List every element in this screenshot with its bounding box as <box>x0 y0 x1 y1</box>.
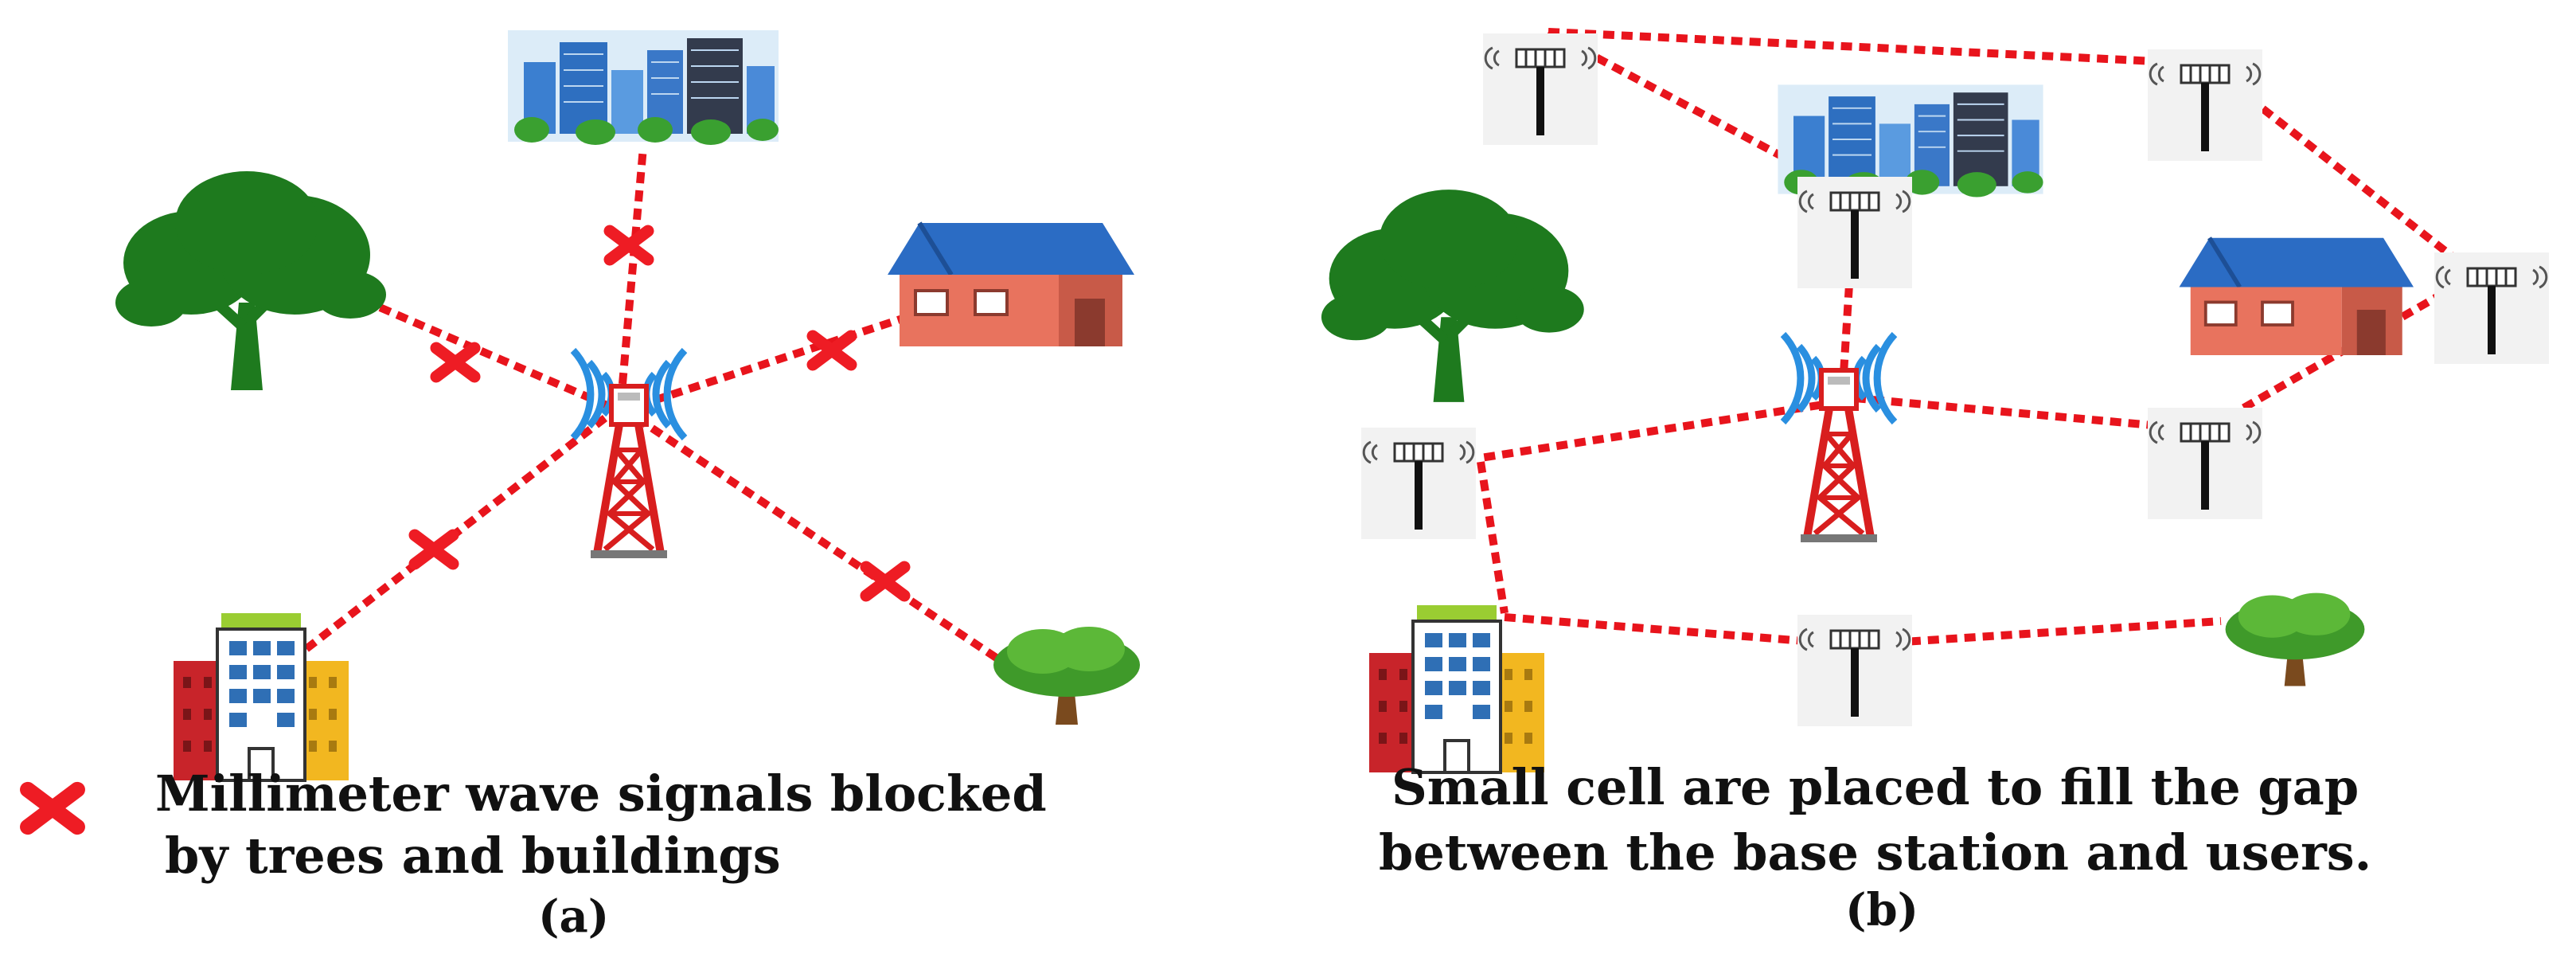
blocked-x-icon <box>436 348 474 377</box>
small-cell-icon <box>1796 175 1914 290</box>
apartment-building-icon <box>1368 604 1546 774</box>
panel-b-caption: Small cell are placed to fill the gap be… <box>1379 755 2371 886</box>
panel-b <box>1321 28 2551 774</box>
house-icon <box>888 223 1134 346</box>
link-cell-to-cell <box>1548 28 2206 68</box>
link-cell-to-tree <box>1854 617 2222 649</box>
blocked-x-icon <box>610 231 648 260</box>
tree-icon <box>2225 592 2365 686</box>
tree-icon <box>1321 190 1584 402</box>
base-station-tower-icon <box>573 350 685 558</box>
small-cell-icon <box>1481 32 1599 147</box>
link-cell-to-building <box>1477 461 1509 614</box>
base-station-tower-icon <box>1783 334 1895 542</box>
caption-line-1: Small cell are placed to fill the gap <box>1391 758 2359 816</box>
link-tower-to-cell <box>1854 394 2206 434</box>
caption-line-2: between the base station and users. <box>1379 823 2372 882</box>
small-cell-icon <box>1360 426 1477 541</box>
legend-line-2: by trees and buildings <box>165 827 781 885</box>
panel-b-label: (b) <box>1845 884 1919 936</box>
blocked-x-icon <box>415 535 453 564</box>
legend-text: Millimeter wave signals blocked by trees… <box>155 763 1047 887</box>
small-cell-icon <box>2146 48 2264 162</box>
small-cell-icon <box>2433 251 2551 366</box>
link-cell-to-cell <box>1546 28 1857 199</box>
link-tower-to-cell <box>1480 398 1840 462</box>
link-tower-to-house <box>635 287 989 410</box>
small-cell-icon <box>1796 613 1914 728</box>
panel-a <box>28 29 1140 827</box>
tree-icon <box>993 627 1140 725</box>
city-skyline-icon <box>507 29 779 146</box>
blocked-x-icon <box>28 790 77 827</box>
link-tower-to-small-tree <box>634 414 1021 677</box>
link-tower-to-tree <box>349 291 611 410</box>
legend-line-1: Millimeter wave signals blocked <box>155 764 1047 823</box>
link-tower-to-city <box>617 147 647 403</box>
blocked-x-icon <box>866 567 904 596</box>
link-cell-to-tower <box>1839 194 1859 387</box>
link-building-to-cell <box>1504 613 1856 649</box>
tree-icon <box>115 171 386 390</box>
panel-a-label: (a) <box>538 890 610 943</box>
small-cell-icon <box>2146 406 2264 521</box>
house-icon <box>2180 238 2414 355</box>
